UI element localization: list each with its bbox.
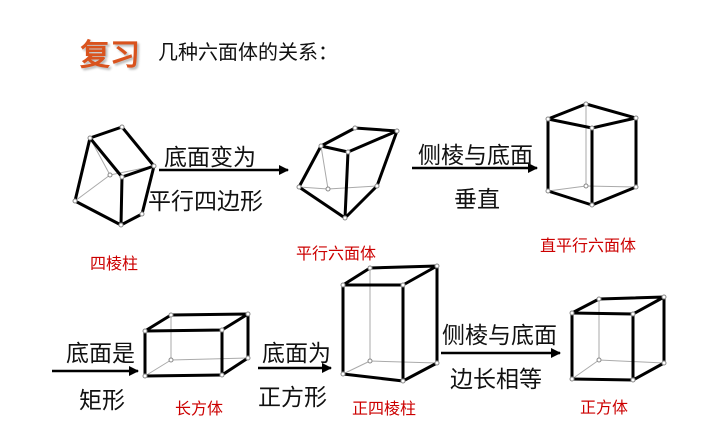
label-cube: 正方体 — [580, 398, 629, 417]
arrow-2-top-label: 侧棱与底面 — [418, 143, 533, 169]
parallelepiped-figure — [296, 125, 400, 221]
regular-quadrangular-prism-figure — [340, 263, 440, 384]
right-parallelepiped-figure — [545, 101, 639, 208]
arrow-5-bottom-label: 边长相等 — [450, 367, 542, 393]
arrow-3-top-label: 底面是 — [66, 341, 135, 367]
arrow-4-bottom-label: 正方形 — [258, 385, 327, 411]
label-regular-quadrangular-prism: 正四棱柱 — [352, 399, 417, 418]
arrow-1-top-label: 底面变为 — [164, 145, 256, 171]
cube-figure — [569, 294, 667, 383]
arrow-5-top-label: 侧棱与底面 — [442, 323, 557, 349]
label-right-parallelepiped: 直平行六面体 — [540, 236, 637, 255]
label-cuboid: 长方体 — [175, 399, 224, 418]
arrow-1-bottom-label: 平行四边形 — [148, 189, 263, 215]
arrow-2-bottom-label: 垂直 — [454, 187, 500, 213]
arrow-4-top-label: 底面为 — [262, 341, 331, 367]
cuboid-figure — [142, 311, 251, 379]
title-subtitle: 几种六面体的关系： — [158, 40, 338, 64]
label-parallelepiped: 平行六面体 — [296, 244, 377, 263]
quadrangular-prism-figure — [72, 124, 157, 228]
title-review: 复习 — [80, 38, 140, 73]
arrow-3-bottom-label: 矩形 — [79, 388, 125, 414]
label-quadrangular-prism: 四棱柱 — [90, 254, 139, 273]
